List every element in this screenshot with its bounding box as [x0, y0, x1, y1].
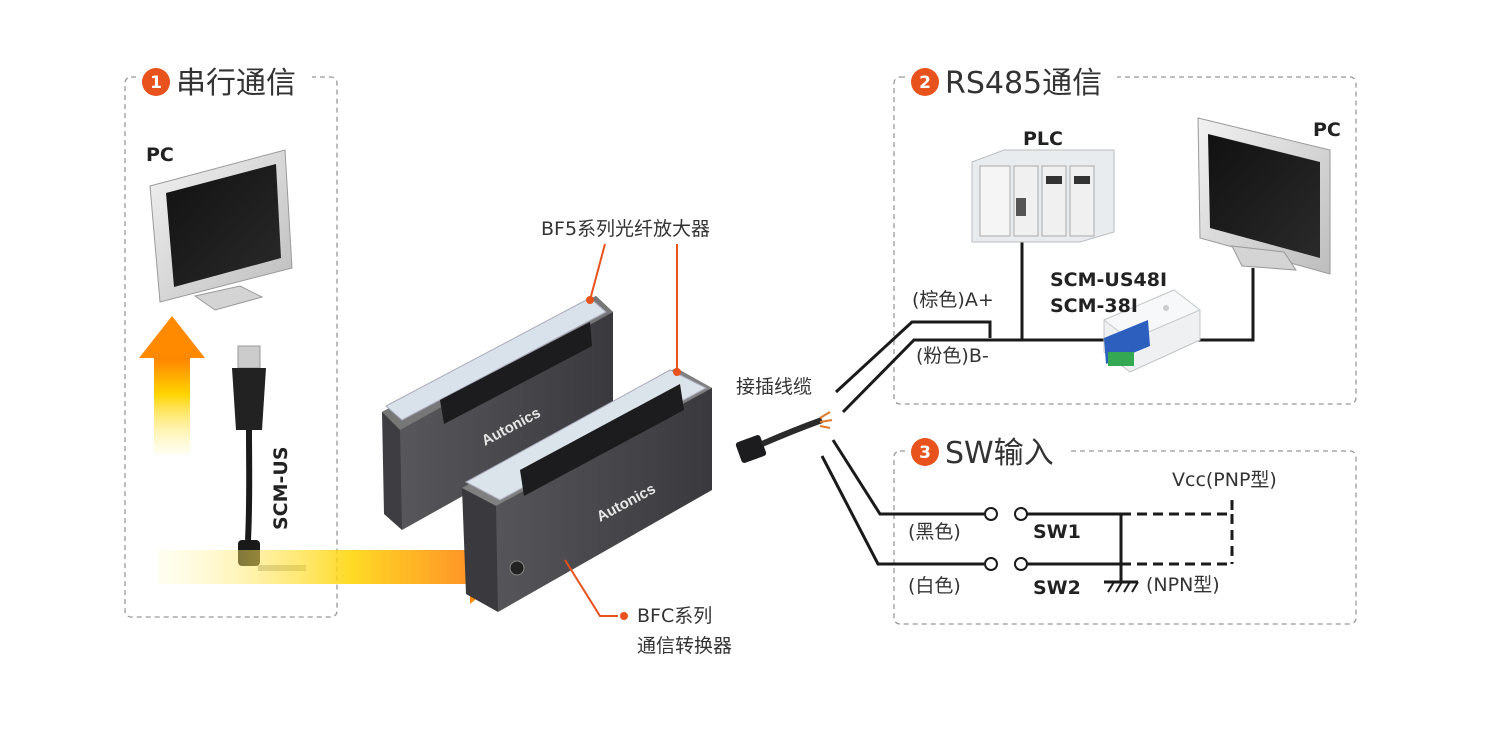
npn-label: (NPN型) — [1146, 574, 1220, 596]
sw1-terminal-right — [1014, 507, 1028, 521]
section-3-number-badge — [911, 438, 939, 466]
pc-monitor-right-icon — [1197, 117, 1331, 275]
svg-text:1: 1 — [150, 73, 162, 93]
amplifier-module-back: Autonics — [382, 296, 613, 530]
section-3-label: SW输入 — [945, 436, 1054, 471]
pc-right-label: PC — [1313, 119, 1341, 141]
sw2-label: SW2 — [1033, 577, 1081, 599]
svg-text:3: 3 — [919, 443, 931, 463]
sw2-terminal-right — [1014, 557, 1028, 571]
usb-cable-icon — [232, 345, 306, 571]
svg-text:2: 2 — [919, 73, 931, 93]
pc-left-label: PC — [146, 144, 174, 166]
rightward-arrow-icon — [158, 527, 515, 604]
sw2-terminal-left — [984, 557, 998, 571]
converter-model-1: SCM-US48I — [1050, 269, 1167, 291]
section-2-title: 2 RS485通信 — [911, 66, 1102, 101]
section-1-title: 1 串行通信 — [142, 66, 296, 101]
ground-symbol-icon — [1104, 580, 1139, 593]
section-3-title: 3 SW输入 — [911, 436, 1054, 471]
pc-monitor-left-icon — [149, 149, 293, 311]
section-2-label: RS485通信 — [945, 66, 1102, 101]
scm-us-label: SCM-US — [270, 446, 292, 530]
wire-b-label: (粉色)B- — [916, 345, 989, 367]
connector-cable-label: 接插线缆 — [736, 376, 812, 398]
sw1-terminal-left — [984, 507, 998, 521]
section-2-frame — [893, 76, 1357, 405]
wire-black-label: (黑色) — [908, 521, 961, 543]
wire-a-label: (棕色)A+ — [912, 289, 994, 311]
connector-cable-icon — [735, 411, 833, 463]
bfc-label-line2: 通信转换器 — [637, 635, 732, 657]
upward-arrow-icon — [139, 316, 205, 454]
section-1-number-badge — [142, 68, 170, 96]
plc-icon — [971, 149, 1115, 243]
vcc-label: Vcc(PNP型) — [1172, 469, 1277, 491]
converter-model-2: SCM-38I — [1050, 295, 1138, 317]
section-2-number-badge — [911, 68, 939, 96]
scm-converter-icon — [1103, 289, 1201, 373]
sw1-label: SW1 — [1033, 521, 1081, 543]
wire-white-label: (白色) — [908, 575, 961, 597]
section-3-frame — [893, 450, 1357, 625]
bfc-label-line1: BFC系列 — [637, 605, 712, 627]
amplifier-module-front: Autonics — [462, 368, 712, 612]
section-1-label: 串行通信 — [176, 66, 296, 101]
amplifier-label: BF5系列光纤放大器 — [541, 218, 710, 240]
plc-label: PLC — [1023, 128, 1063, 150]
